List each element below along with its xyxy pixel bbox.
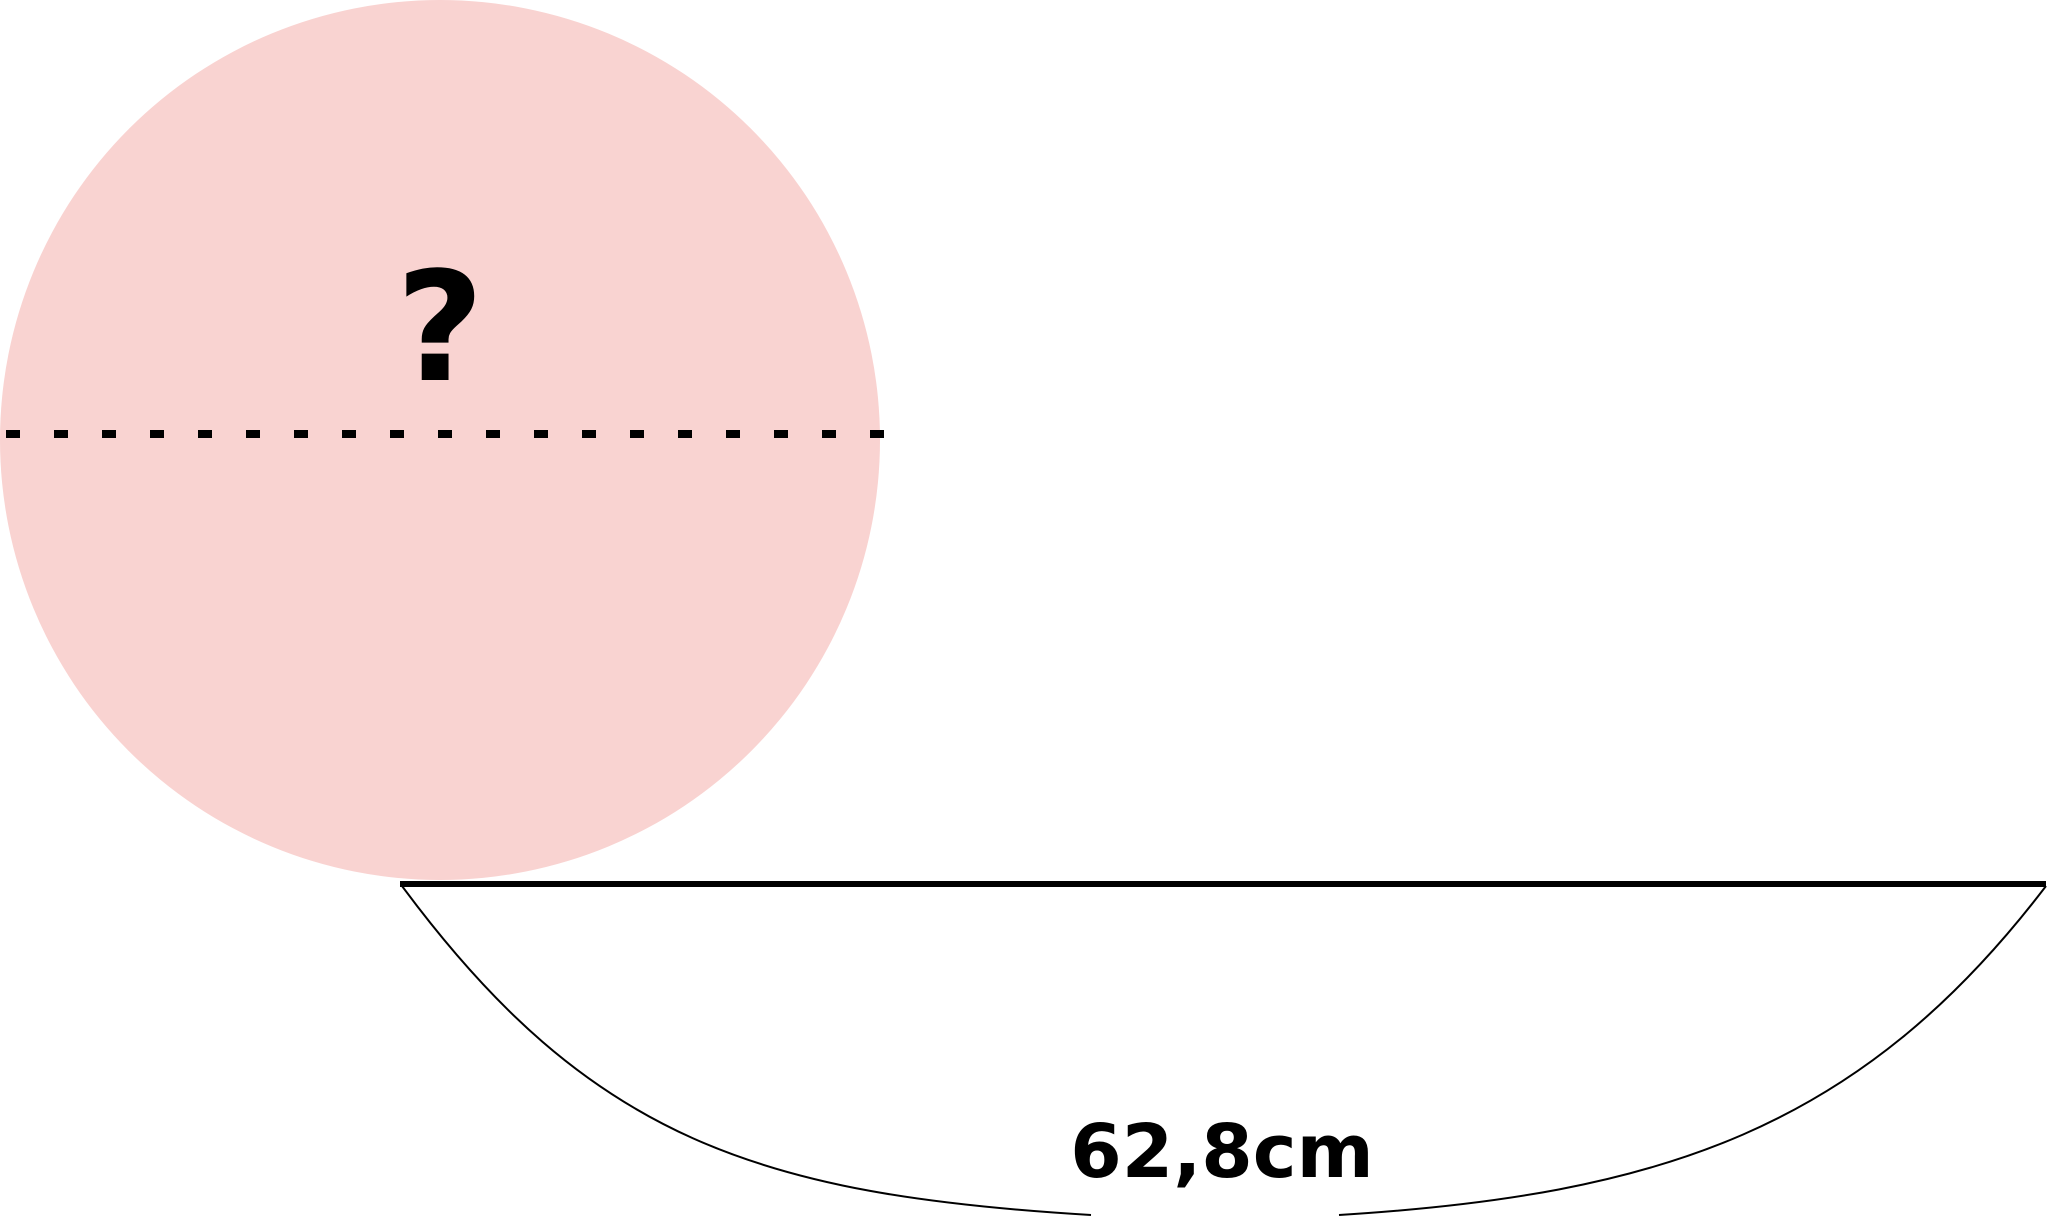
circle (0, 0, 880, 880)
circumference-length-label: 62,8cm (1070, 1109, 1374, 1195)
brace-right-arm (1338, 885, 2047, 1216)
brace-left-arm (401, 885, 1092, 1216)
unknown-diameter-label: ? (396, 239, 484, 416)
